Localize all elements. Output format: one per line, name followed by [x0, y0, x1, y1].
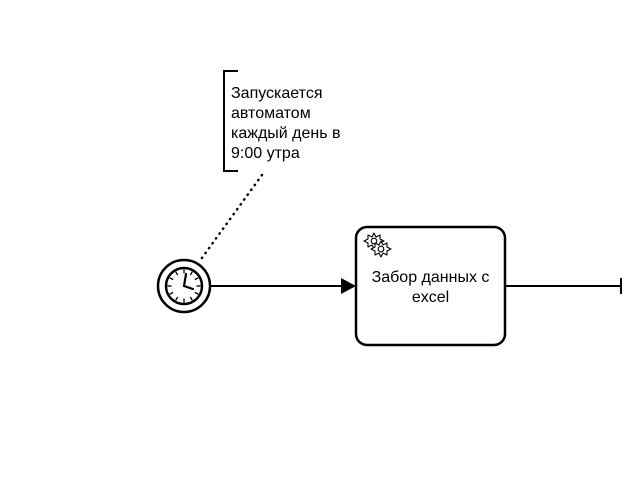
annotation-line-1: Запускается: [231, 85, 322, 102]
clock-icon: [164, 266, 204, 306]
annotation-line-3: каждый день в: [231, 125, 341, 142]
annotation-association[interactable]: [197, 173, 264, 264]
task-label-line-2: excel: [412, 289, 449, 306]
annotation-line-4: 9:00 утра: [231, 145, 300, 162]
service-task[interactable]: Забор данных с excel: [354, 225, 507, 347]
annotation-line-2: автоматом: [231, 105, 311, 122]
gears-icon: [363, 232, 392, 258]
timer-start-event[interactable]: [156, 258, 212, 314]
sequence-flow-start-to-task[interactable]: [211, 278, 356, 294]
task-label-line-1: Забор данных с: [372, 269, 490, 286]
sequence-flow-task-outgoing[interactable]: [505, 278, 622, 294]
annotation-bracket: [223, 70, 238, 172]
flow-arrowhead: [341, 278, 356, 294]
text-annotation[interactable]: Запускается автоматом каждый день в 9:00…: [223, 70, 341, 172]
